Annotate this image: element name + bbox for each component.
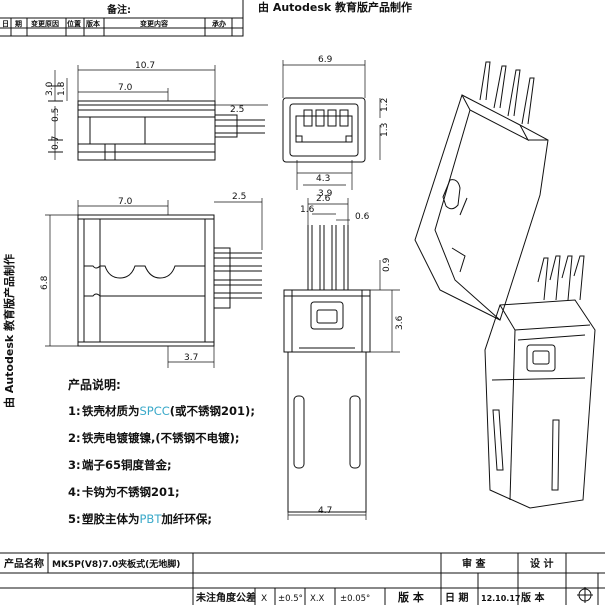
projection-symbol-icon: [577, 587, 593, 603]
dim-0-5: 0.5: [51, 108, 61, 122]
front-view-dims: [282, 60, 381, 190]
note-text: 铁壳电镀镀镍,(不锈钢不电镀);: [82, 431, 240, 445]
dim-1-6: 1.6: [300, 205, 315, 215]
note-item: 5:塑胶主体为PBT加纤环保;: [68, 511, 308, 527]
date-label: 日 期: [445, 591, 468, 604]
dim-7-0-a: 7.0: [118, 83, 133, 93]
note-text: 塑胶主体为: [82, 512, 140, 526]
note-text-tail: 加纤环保;: [161, 512, 212, 526]
title-block: [0, 552, 605, 605]
dim-2-6: 2.6: [316, 194, 331, 204]
iso-view-top: [414, 61, 549, 321]
dim-10-7: 10.7: [135, 61, 155, 71]
plan-view-dims: [287, 198, 400, 520]
top-view: [77, 214, 262, 347]
tolerance-angle: ±0.5°: [278, 594, 303, 604]
note-item: 3:端子65铜度普金;: [68, 457, 308, 473]
dim-0-6: 0.6: [355, 212, 370, 222]
review-label: 审 查: [462, 557, 486, 570]
dim-2-5-b: 2.5: [232, 192, 246, 202]
revision-table: [0, 0, 244, 37]
note-item: 4:卡钩为不锈钢201;: [68, 484, 308, 500]
note-material: SPCC: [139, 404, 170, 418]
rev-col-content: 变更内容: [140, 19, 168, 28]
dim-3-9: 3.9: [318, 189, 333, 199]
tolerance-label: 未注角度公差: [195, 591, 256, 604]
note-number: 3:: [68, 458, 81, 472]
top-view-dims: [45, 198, 263, 368]
dim-6-9: 6.9: [318, 55, 333, 65]
dim-2-5-a: 2.5: [230, 105, 244, 115]
remark-label: 备注:: [106, 3, 131, 16]
dim-4-3: 4.3: [316, 174, 330, 184]
dim-3-6: 3.6: [395, 315, 405, 330]
note-text-tail: (或不锈钢201);: [169, 404, 255, 418]
dim-0-9: 0.9: [382, 257, 392, 272]
date-value: 12.10.17: [481, 594, 520, 603]
dim-0-7: 0.7: [51, 136, 61, 150]
note-text: 端子65铜度普金;: [82, 458, 172, 472]
dim-1-3: 1.3: [380, 123, 390, 137]
dim-1-8: 1.8: [57, 81, 67, 96]
dim-6-8: 6.8: [40, 275, 50, 290]
plan-view: [283, 225, 371, 513]
note-number: 1:: [68, 404, 81, 418]
side-watermark: 由 Autodesk 教育版产品制作: [2, 254, 16, 408]
dim-3-0: 3.0: [45, 81, 55, 96]
note-text: 铁壳材质为: [82, 404, 140, 418]
note-number: 2:: [68, 431, 81, 445]
tolerance-dim-mark: X.X: [310, 594, 325, 604]
side-view: [48, 85, 265, 161]
tolerance-angle-mark: X: [261, 594, 267, 604]
side-view-dims: [54, 65, 268, 160]
note-item: 2:铁壳电镀镀镍,(不锈钢不电镀);: [68, 430, 308, 446]
dim-1-2: 1.2: [380, 98, 390, 112]
top-watermark: 由 Autodesk 教育版产品制作: [258, 0, 412, 14]
design-label: 设 计: [530, 557, 553, 570]
product-name-label: 产品名称: [4, 557, 44, 570]
rev-col-reason: 变更原因: [31, 19, 59, 28]
dim-7-0-b: 7.0: [118, 197, 133, 207]
product-notes: 产品说明: 1:铁壳材质为SPCC(或不锈钢201); 2:铁壳电镀镀镍,(不锈…: [68, 376, 308, 538]
dim-4-7: 4.7: [318, 506, 332, 516]
note-number: 5:: [68, 512, 81, 526]
note-material: PBT: [139, 512, 162, 526]
rev-col-position: 位置: [67, 19, 81, 28]
dim-3-7: 3.7: [184, 353, 198, 363]
note-item: 1:铁壳材质为SPCC(或不锈钢201);: [68, 403, 308, 419]
iso-view-bottom: [484, 255, 596, 509]
rev-col-day: 日: [2, 20, 9, 28]
rev-col-period: 期: [15, 19, 22, 28]
rev-col-handler: 承办: [212, 19, 226, 28]
rev-col-version: 版本: [86, 19, 100, 28]
notes-title: 产品说明:: [68, 378, 121, 392]
note-text: 卡钩为不锈钢201;: [82, 485, 180, 499]
tolerance-dim: ±0.05°: [340, 594, 370, 604]
product-name: MK5P(V8)7.0夹板式(无地脚): [52, 558, 180, 570]
version-label: 版 本: [398, 590, 424, 604]
front-view: [282, 97, 366, 163]
note-number: 4:: [68, 485, 81, 499]
version-label-2: 版 本: [521, 591, 545, 604]
